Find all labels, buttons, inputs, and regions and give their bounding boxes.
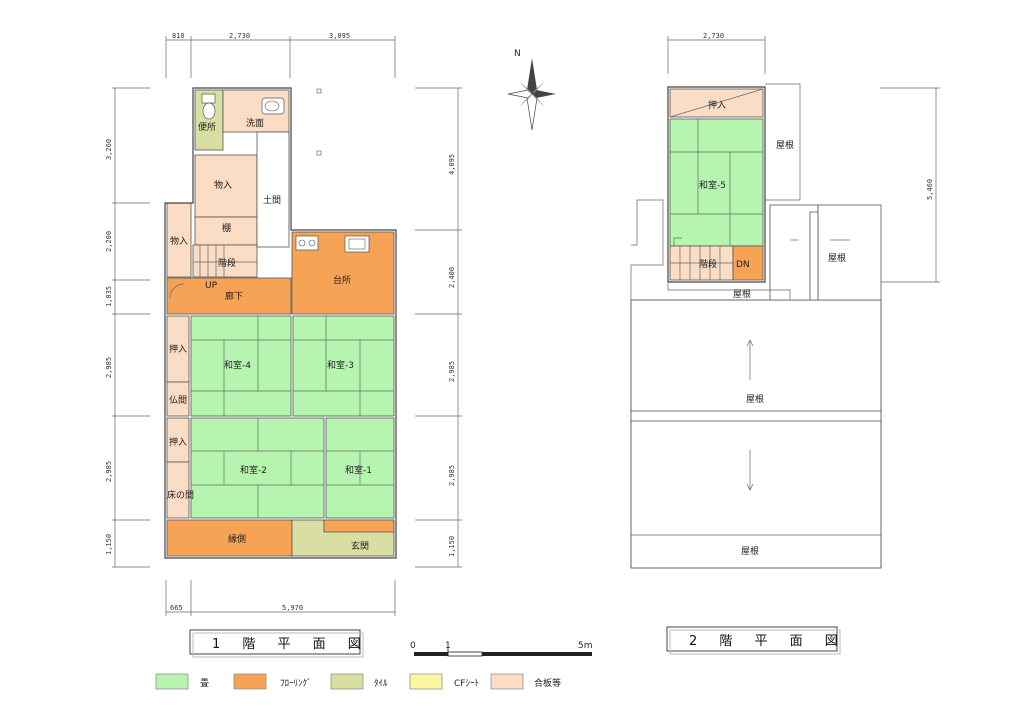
dim-left-6: 1,150 [105,534,113,555]
dim-bottom-1: 665 [170,604,183,612]
label-washitsu-4: 和室-4 [224,359,251,371]
label-oshiire-2: 押入 [169,436,187,448]
label-stairs: 階段 [218,257,236,269]
dim-bottom-2: 5,970 [282,604,303,612]
dim-right-4: 2,985 [448,465,456,486]
label-2f-oshiire: 押入 [708,99,726,111]
north-label: N [514,49,521,59]
room-doma [256,131,290,248]
roof-right [817,204,882,301]
label-genkan: 玄関 [351,540,369,552]
legend-swatch-plywood [490,673,524,690]
label-2f-stairs: 階段 [699,258,717,270]
dim-top-2: 2,730 [229,32,250,40]
legend-swatch-tile [330,673,364,690]
legend-label-tatami: 畳 [200,678,209,689]
title-2f: 2 階 平 面 図 [689,634,847,649]
label-roof-a: 屋根 [776,139,794,151]
dimension-lines-2f [667,36,940,283]
dim-right-3: 2,985 [448,361,456,382]
dim-left-3: 1,035 [105,286,113,307]
label-roof-c: 屋根 [733,288,751,300]
title-1f-box: 1 階 平 面 図 [189,629,370,658]
label-shelf: 棚 [222,222,231,234]
label-roof-b: 屋根 [828,252,846,264]
dim-top-2f: 2,730 [703,32,724,40]
legend: 畳 ﾌﾛｰﾘﾝｸﾞ ﾀｲﾙ CFｼｰﾄ 合板等 [155,673,561,690]
title-1f: 1 階 平 面 図 [212,637,370,652]
room-washitsu-4 [190,315,292,417]
room-butsuma [166,381,190,417]
dim-right-2f: 5,460 [926,179,934,200]
label-washroom: 洗面 [246,117,264,129]
roof-lower [630,299,882,569]
dim-left-1: 3,260 [105,139,113,160]
dim-right-5: 1,150 [448,536,456,557]
legend-swatch-flooring [233,673,267,690]
dim-left-5: 2,985 [105,461,113,482]
room-storage [194,154,258,218]
scale-one: 1 [445,641,451,651]
room-tokonoma [166,461,190,519]
toilet-bowl [202,102,216,120]
legend-label-flooring: ﾌﾛｰﾘﾝｸﾞ [280,678,312,689]
room-washitsu-2 [190,417,325,519]
label-kitchen: 台所 [333,274,351,286]
label-corridor: 廊下 [225,290,243,302]
label-washitsu-5: 和室-5 [699,179,726,191]
legend-label-tile: ﾀｲﾙ [374,678,388,689]
stove [295,235,319,251]
scale-zero: 0 [410,641,416,651]
label-engawa: 縁側 [228,533,246,545]
legend-label-cf: CFｼｰﾄ [454,679,479,689]
label-roof-d: 屋根 [746,393,764,405]
scale-bar [414,648,592,657]
title-2f-box: 2 階 平 面 図 [666,626,847,655]
genkan-step [323,519,395,533]
toilet-tank [201,93,216,104]
room-stairs [192,244,258,278]
dimension-lines-1f [112,36,462,616]
label-washitsu-2: 和室-2 [240,464,267,476]
dim-right-1: 4,095 [448,154,456,175]
dim-left-2: 2,200 [105,231,113,252]
label-washitsu-1: 和室-1 [345,464,372,476]
floor-1-plan [164,87,397,559]
label-doma: 土間 [263,194,281,206]
room-washitsu-3 [292,315,395,417]
scale-five: 5m [578,641,593,651]
legend-swatch-tatami [155,673,189,690]
dim-left-4: 2,985 [105,357,113,378]
compass-icon [507,58,556,131]
label-washitsu-3: 和室-3 [327,359,354,371]
label-roof-e: 屋根 [741,545,759,557]
label-tokonoma: 床の間 [167,489,194,501]
dim-top-3: 3,095 [329,32,350,40]
legend-swatch-cf [409,673,443,690]
dim-top-1: 810 [172,32,185,40]
legend-label-plywood: 合板等 [534,677,561,689]
label-up: UP [205,281,218,291]
dim-right-2: 2,400 [448,267,456,288]
label-storage-2: 物入 [170,235,188,247]
floor-2-plan [630,83,882,569]
room-2f-dn [732,245,764,281]
sink [344,235,370,253]
label-butsuma: 仏間 [169,395,187,406]
label-2f-dn: DN [736,260,750,270]
room-washitsu-5 [669,118,764,247]
label-toilet: 便所 [198,121,216,133]
room-corridor [166,277,292,315]
label-oshiire-1: 押入 [169,343,187,355]
label-storage: 物入 [214,179,232,191]
